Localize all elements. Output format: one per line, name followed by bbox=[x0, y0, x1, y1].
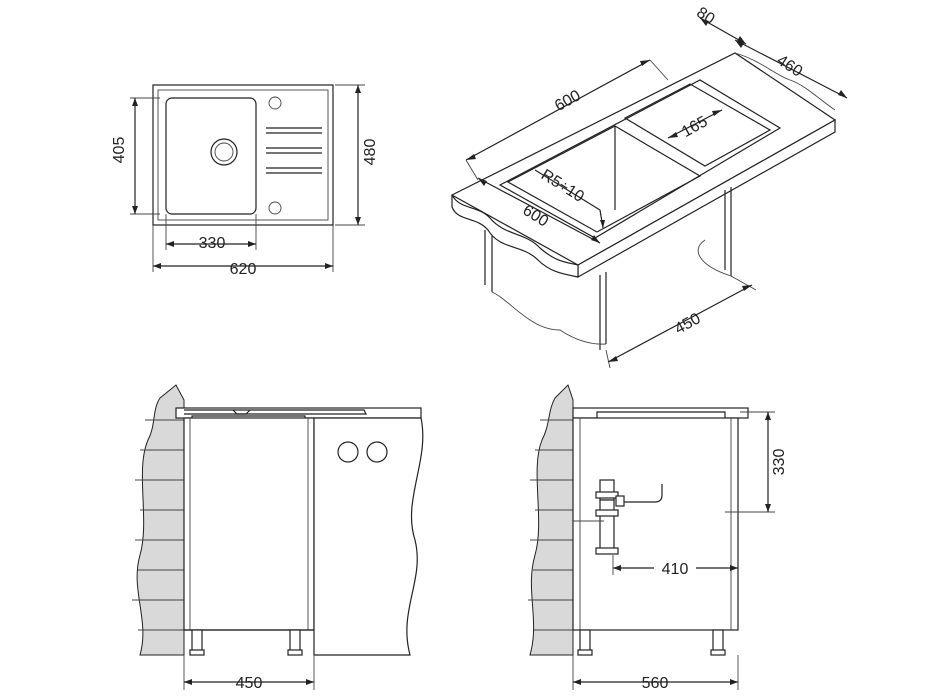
side-brick-joints bbox=[528, 419, 573, 631]
dim-480: 480 bbox=[335, 84, 379, 226]
label-450-front: 450 bbox=[236, 675, 263, 692]
side-cabinet bbox=[572, 417, 739, 631]
drain-outer bbox=[210, 138, 238, 166]
label-460: 460 bbox=[774, 52, 806, 81]
dim-620: 620 bbox=[152, 225, 334, 278]
side-trap bbox=[595, 479, 625, 555]
bowl-rim bbox=[506, 125, 702, 233]
dim-450-front: 450 bbox=[183, 655, 315, 692]
side-view: 330 410 560 bbox=[528, 384, 788, 692]
dim-330-side: 330 bbox=[725, 411, 788, 513]
label-480: 480 bbox=[362, 139, 379, 166]
label-405: 405 bbox=[111, 137, 128, 164]
socket-left bbox=[337, 441, 359, 463]
side-brick-wall bbox=[529, 384, 574, 656]
label-80: 80 bbox=[693, 4, 717, 28]
iso-view: 80 460 600 165 R5÷10 bbox=[450, 4, 848, 369]
sink-inner-rim bbox=[157, 89, 329, 221]
dim-450-iso: 450 bbox=[605, 275, 757, 369]
drainer-area bbox=[623, 83, 772, 167]
dim-405: 405 bbox=[111, 97, 160, 215]
sink-flange bbox=[184, 409, 367, 415]
bowl bbox=[165, 97, 257, 215]
label-560: 560 bbox=[642, 675, 669, 692]
dim-410: 410 bbox=[573, 520, 738, 578]
top-view: 405 480 330 620 bbox=[111, 84, 379, 278]
brick-joints bbox=[132, 419, 184, 631]
sink-rim bbox=[498, 79, 782, 239]
side-cabinet-feet bbox=[577, 629, 726, 656]
overflow-hole bbox=[268, 201, 282, 215]
sink-outline bbox=[152, 84, 334, 226]
front-view: 450 bbox=[132, 384, 424, 692]
label-620: 620 bbox=[230, 261, 257, 278]
label-410: 410 bbox=[662, 561, 689, 578]
label-330-side: 330 bbox=[771, 449, 788, 476]
cabinet-feet bbox=[189, 629, 303, 656]
socket-right bbox=[366, 441, 388, 463]
side-drain-pipe bbox=[618, 484, 663, 503]
tap-bump bbox=[232, 409, 251, 415]
label-450-iso: 450 bbox=[672, 310, 704, 338]
cabinet-front bbox=[183, 417, 315, 631]
countertop-back-wave bbox=[734, 52, 836, 111]
dim-80: 80 bbox=[693, 4, 747, 45]
dim-330: 330 bbox=[165, 214, 257, 252]
drainer-grooves bbox=[266, 127, 322, 174]
brick-wall bbox=[136, 384, 185, 656]
adjacent-cabinet bbox=[313, 417, 424, 656]
cabinet-panels bbox=[484, 187, 732, 350]
dim-560: 560 bbox=[572, 655, 739, 692]
tap-hole bbox=[268, 96, 282, 110]
drain-inner bbox=[214, 142, 234, 162]
countertop-left-edge bbox=[451, 194, 579, 278]
label-330: 330 bbox=[199, 235, 226, 252]
